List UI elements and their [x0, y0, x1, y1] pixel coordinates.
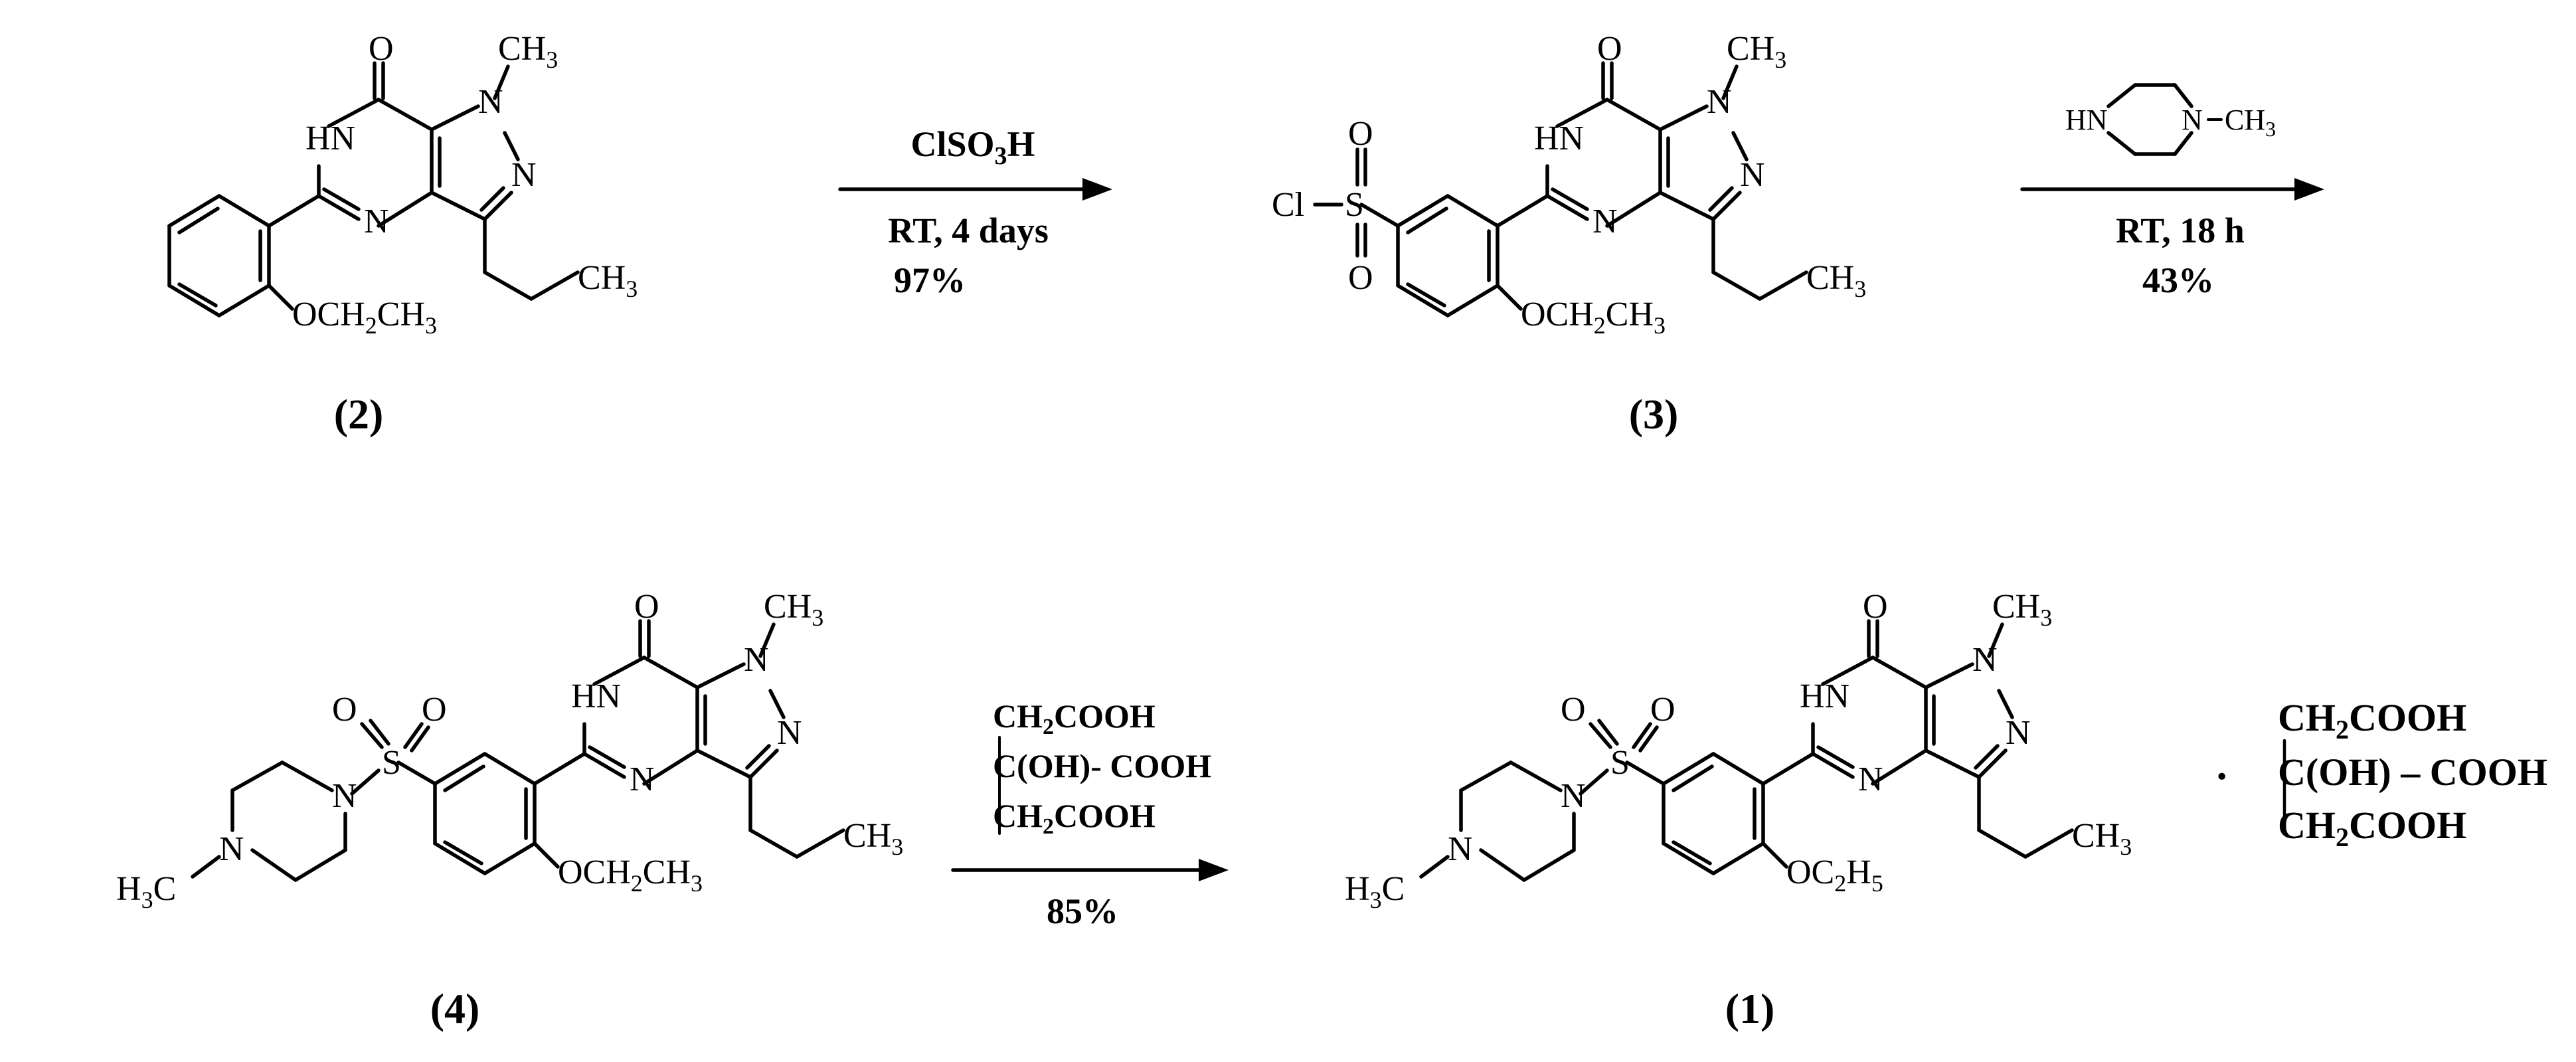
compound-label-1: (1) [1725, 985, 1775, 1032]
atom-o: O [332, 691, 357, 729]
atom-n: N [1740, 156, 1765, 194]
compound-4: O HN N N N CH3 CH3 OCH2CH3 S O O N N H3C… [116, 588, 903, 1032]
methyl-group: CH3 [578, 259, 638, 302]
atom-n: N [332, 777, 357, 815]
atom-n: N [478, 83, 503, 121]
reaction-yield-1: 97% [894, 260, 966, 300]
atom-o: O [634, 588, 659, 626]
ethoxy-group: OCH2CH3 [558, 853, 703, 897]
atom-n: N [777, 714, 802, 752]
atom-n: N [1707, 83, 1732, 121]
atom-s: S [382, 744, 401, 782]
compound-label-3: (3) [1629, 391, 1679, 438]
atom-o: O [1597, 30, 1622, 68]
methyl-group: CH3 [1806, 259, 1866, 302]
salt-dot: · [2215, 752, 2229, 800]
atom-hn: HN [305, 120, 355, 157]
citrate-line-1: CH2COOH [2278, 696, 2466, 745]
atom-hn: HN [571, 677, 621, 715]
reaction-arrow-1: ClSO3H RT, 4 days 97% [838, 124, 1112, 300]
methyl-group: CH3 [2225, 104, 2276, 141]
reaction-yield-3: 85% [1047, 891, 1118, 931]
compound-label-4: (4) [430, 985, 480, 1032]
atom-n: N [1448, 830, 1473, 868]
atom-n: N [744, 641, 769, 679]
atom-n: N [2182, 104, 2203, 136]
atom-o: O [1561, 691, 1586, 729]
methyl-group: CH3 [1992, 588, 2052, 631]
reagent-citric-acid-line-2: C(OH)- COOH [993, 747, 1211, 784]
atom-hn: HN [1534, 120, 1584, 157]
reaction-conditions-2: RT, 18 h [2116, 211, 2245, 250]
atom-o: O [422, 691, 447, 729]
compound-3: O HN N N N CH3 CH3 OCH2CH3 S O O Cl (3) [1272, 30, 1866, 438]
compound-label-2: (2) [334, 391, 384, 438]
atom-o: O [1348, 115, 1373, 153]
citrate-line-3: CH2COOH [2278, 804, 2466, 852]
methyl-group: CH3 [843, 817, 903, 860]
atom-n: N [2006, 714, 2031, 752]
atom-cl: Cl [1272, 186, 1304, 224]
reaction-yield-2: 43% [2142, 260, 2214, 300]
ethoxy-group: OCH2CH3 [1521, 296, 1666, 339]
reaction-conditions-1: RT, 4 days [888, 211, 1049, 250]
reagent-citric-acid-line-3: CH2COOH [993, 797, 1156, 839]
reaction-arrow-2: HN N CH3 RT, 18 h 43% [2020, 83, 2324, 300]
methyl-group: CH3 [2072, 817, 2132, 860]
ethoxy-group: OC2H5 [1786, 853, 1883, 897]
atom-o: O [1348, 259, 1373, 297]
methyl-group: H3C [1345, 870, 1405, 913]
atom-hn: HN [2065, 104, 2108, 136]
methyl-group: CH3 [1727, 30, 1786, 73]
compound-1: O HN N N N CH3 CH3 OC2H5 S O O N N H3C (… [1345, 588, 2132, 1032]
reaction-arrow-3: CH2COOH C(OH)- COOH CH2COOH 85% [951, 697, 1229, 931]
methyl-group: H3C [116, 870, 176, 913]
atom-n: N [1858, 760, 1883, 798]
atom-n: N [219, 830, 244, 868]
atom-o: O [369, 30, 394, 68]
atom-n: N [1972, 641, 1998, 679]
reagent-citric-acid-line-1: CH2COOH [993, 697, 1156, 739]
atom-s: S [1345, 186, 1364, 224]
compound-2: O HN N N N CH3 CH3 OCH2CH3 (2) [169, 30, 638, 438]
atom-o: O [1650, 691, 1675, 729]
atom-hn: HN [1800, 677, 1849, 715]
atom-n: N [630, 760, 655, 798]
atom-n: N [511, 156, 537, 194]
atom-n: N [1561, 777, 1586, 815]
atom-n: N [1592, 203, 1618, 240]
citrate-line-2: C(OH) – COOH [2278, 751, 2547, 794]
methyl-group: CH3 [498, 30, 558, 73]
methyl-group: CH3 [764, 588, 823, 631]
reagent-chlorosulfonic-acid: ClSO3H [910, 124, 1035, 170]
ethoxy-group: OCH2CH3 [292, 296, 437, 339]
atom-o: O [1863, 588, 1888, 626]
citrate-counterion: · CH2COOH C(OH) – COOH CH2COOH [2215, 696, 2547, 852]
atom-s: S [1610, 744, 1630, 782]
reagent-methylpiperazine: HN N CH3 [2065, 83, 2276, 156]
atom-n: N [364, 203, 389, 240]
